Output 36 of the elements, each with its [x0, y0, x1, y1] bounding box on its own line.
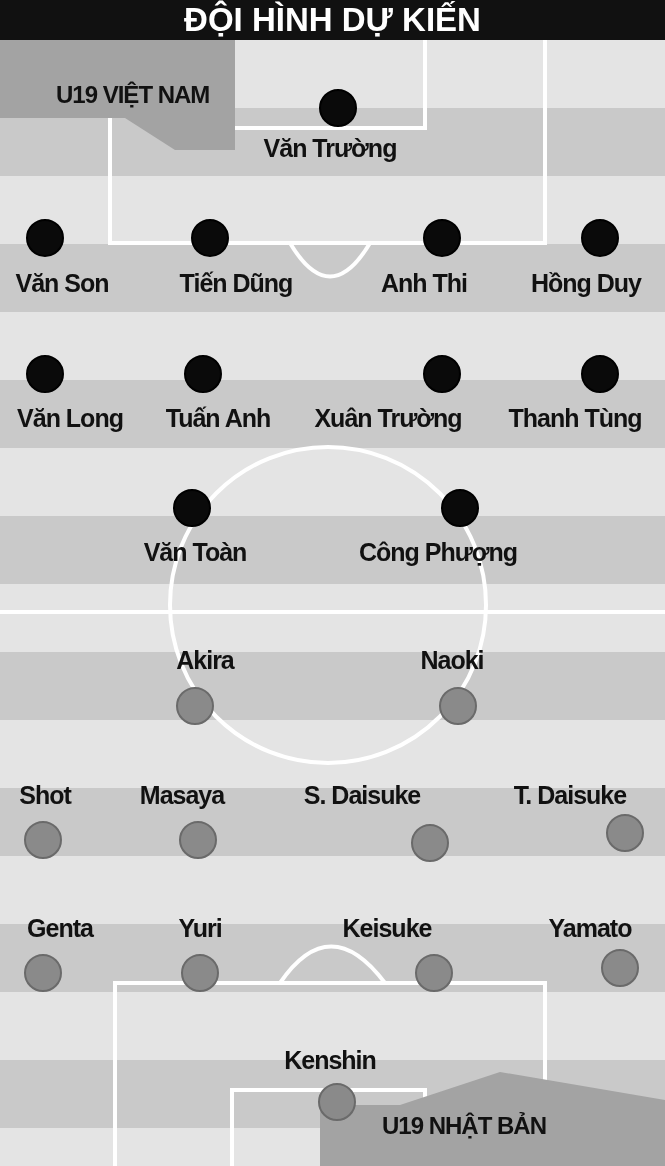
player-dot [423, 219, 461, 257]
player-dot [173, 489, 211, 527]
player-name: Thanh Tùng [508, 403, 642, 433]
player-name: Akira [176, 645, 234, 675]
player-name: Hồng Duy [531, 268, 641, 298]
player-dot [184, 355, 222, 393]
player-name: Genta [27, 913, 93, 943]
player-dot [319, 89, 357, 127]
player-dot [581, 219, 619, 257]
player-name: Văn Son [15, 268, 109, 298]
player-name: Văn Toàn [143, 537, 247, 567]
player-name: Masaya [139, 780, 225, 810]
title-bar: ĐỘI HÌNH DỰ KIẾN [0, 0, 665, 40]
team-name: U19 NHẬT BẢN [382, 1111, 546, 1141]
player-name: Xuân Trường [314, 403, 462, 433]
player-name: Yamato [548, 913, 632, 943]
player-name: Công Phượng [358, 537, 518, 567]
player-name: Yuri [178, 913, 222, 943]
player-name: Văn Long [17, 403, 123, 433]
team-name: U19 VIỆT NAM [56, 80, 210, 110]
player-name: Keisuke [342, 913, 432, 943]
player-dot [441, 489, 479, 527]
player-dot [26, 355, 64, 393]
player-name: Văn Trường [263, 133, 397, 163]
player-name: Kenshin [284, 1045, 376, 1075]
player-name: Tiến Dũng [179, 268, 293, 298]
player-name: Anh Thi [381, 268, 467, 298]
player-dot [191, 219, 229, 257]
player-name: Shot [19, 780, 71, 810]
player-name: T. Daisuke [513, 780, 627, 810]
player-name: Tuấn Anh [165, 403, 271, 433]
player-dot [581, 355, 619, 393]
player-dot [26, 219, 64, 257]
player-dot [423, 355, 461, 393]
player-name: S. Daisuke [303, 780, 421, 810]
player-name: Naoki [420, 645, 484, 675]
